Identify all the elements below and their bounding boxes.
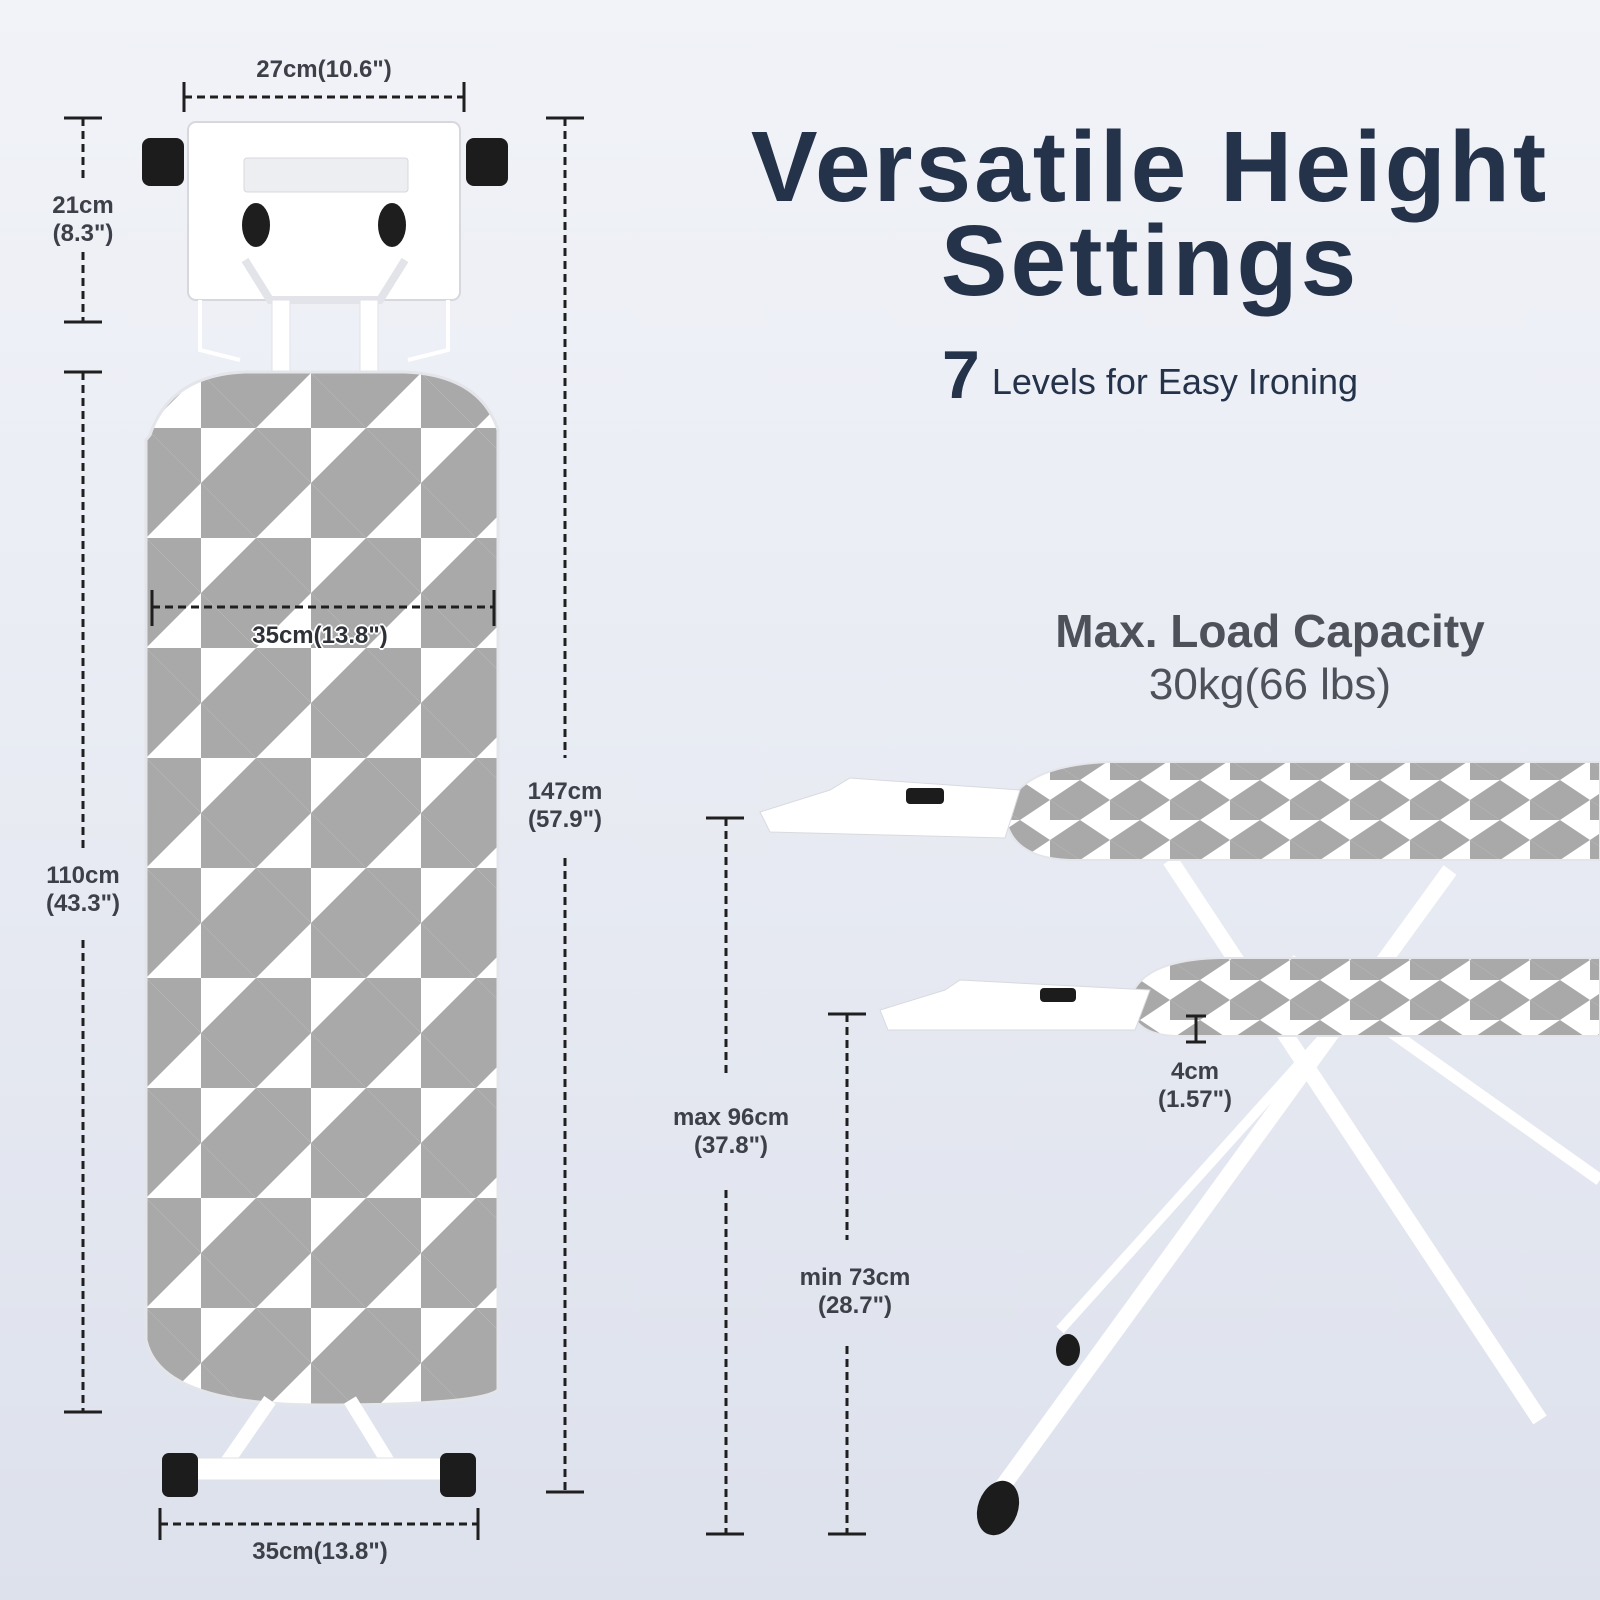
levels-count: 7 [941, 337, 980, 413]
leg-width-label: 35cm(13.8") [252, 1538, 388, 1565]
load-capacity: Max. Load Capacity 30kg(66 lbs) [990, 604, 1550, 712]
board-top-view [142, 121, 508, 1497]
levels-text: Levels for Easy Ironing [991, 361, 1358, 402]
total-length-label: 147cm (57.9") [527, 778, 603, 833]
levels-subtitle: 7 Levels for Easy Ironing [700, 336, 1600, 414]
dimension-lines [64, 82, 1206, 1540]
iron-rest-width-label: 27cm(10.6") [256, 56, 392, 83]
min-height-label: min 73cm (28.7") [799, 1264, 911, 1319]
thickness-label: 4cm (1.57") [1157, 1058, 1233, 1113]
load-capacity-value: 30kg(66 lbs) [1148, 660, 1392, 709]
max-height-label: max 96cm (37.8") [672, 1104, 790, 1159]
board-width-label: 35cm(13.8") [252, 622, 388, 649]
iron-rest-length-label: 21cm (8.3") [52, 192, 114, 247]
page-title: Versatile Height Settings [700, 111, 1600, 317]
title-line-1: Versatile Height [750, 111, 1550, 223]
board-side-view [759, 761, 1600, 1536]
board-length-label: 110cm (43.3") [45, 862, 121, 917]
title-line-2: Settings [940, 205, 1360, 317]
load-capacity-label: Max. Load Capacity [1055, 605, 1485, 657]
